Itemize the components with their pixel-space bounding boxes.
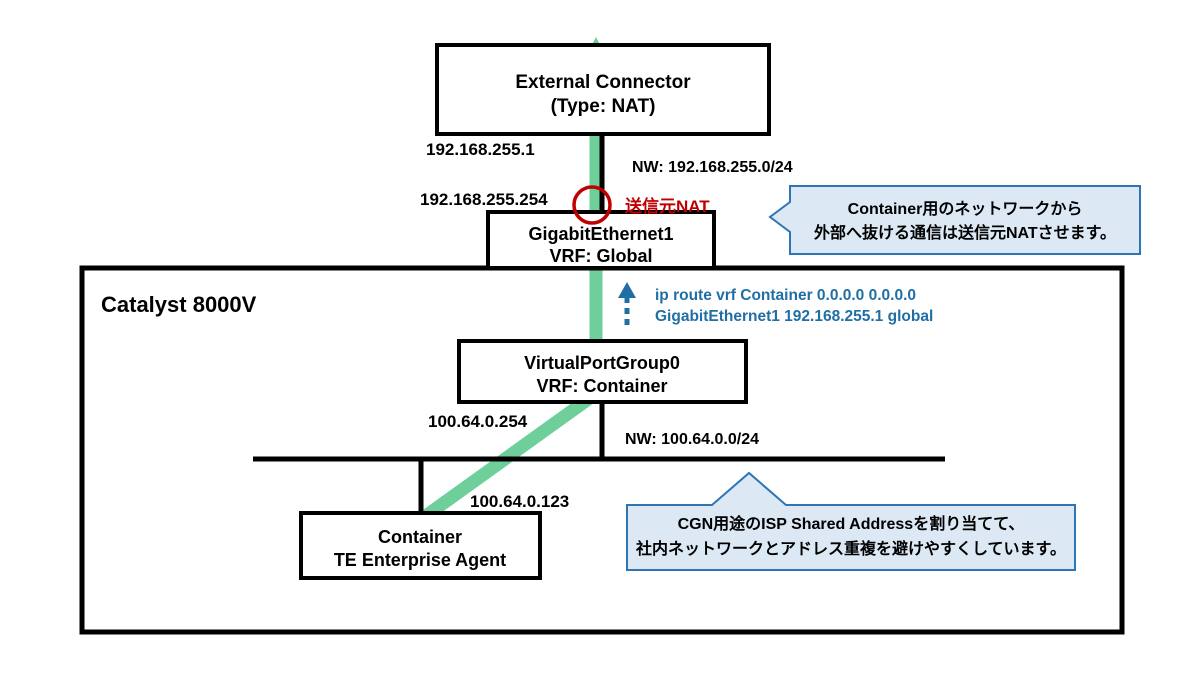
chassis-title-label: Catalyst 8000V [101, 292, 257, 317]
nat-marker-label: 送信元NAT [625, 196, 710, 216]
callout-nat-shape [768, 185, 1141, 255]
callout-cgn-line2: 社内ネットワークとアドレス重複を避けやすくしています。 [635, 539, 1066, 558]
label-network-upper: NW: 192.168.255.0/24 [632, 159, 793, 176]
callout-nat-line1: Container用のネットワークから [848, 200, 1083, 218]
label-gig-ip: 192.168.255.254 [420, 190, 548, 209]
virtualportgroup0-line1: VirtualPortGroup0 [524, 353, 680, 373]
label-vpg-ip: 100.64.0.254 [428, 412, 528, 431]
container-line1: Container [378, 527, 462, 547]
label-external-ip: 192.168.255.1 [426, 140, 535, 159]
container-line2: TE Enterprise Agent [334, 550, 506, 570]
route-command-line2: GigabitEthernet1 192.168.255.1 global [655, 308, 933, 325]
callout-cgn-line1: CGN用途のISP Shared Addressを割り当てて、 [678, 514, 1025, 533]
callout-cgn-explanation: CGN用途のISP Shared Addressを割り当てて、 社内ネットワーク… [626, 471, 1076, 571]
callout-cgn-shape [626, 471, 1076, 571]
label-container-ip: 100.64.0.123 [470, 492, 569, 511]
node-container-agent[interactable]: Container TE Enterprise Agent [299, 511, 542, 580]
node-virtualportgroup0[interactable]: VirtualPortGroup0 VRF: Container [457, 339, 748, 404]
source-nat-marker: 送信元NAT [572, 185, 710, 225]
route-arrow-head-icon [618, 282, 636, 298]
gigabitethernet1-line2: VRF: Global [550, 246, 653, 266]
external-connector-line1: External Connector [515, 72, 691, 93]
virtualportgroup0-line2: VRF: Container [536, 376, 667, 396]
external-connector-line2: (Type: NAT) [551, 96, 656, 117]
route-annotation: ip route vrf Container 0.0.0.0 0.0.0.0 G… [618, 282, 933, 325]
callout-nat-explanation: Container用のネットワークから 外部へ抜ける通信は送信元NATさせます。 [768, 185, 1141, 255]
route-command-line1: ip route vrf Container 0.0.0.0 0.0.0.0 [655, 287, 916, 304]
label-network-lower: NW: 100.64.0.0/24 [625, 431, 759, 448]
nat-circle-icon [572, 185, 612, 225]
node-external-connector[interactable]: External Connector (Type: NAT) [435, 43, 771, 136]
gigabitethernet1-line1: GigabitEthernet1 [528, 224, 673, 244]
callout-nat-line2: 外部へ抜ける通信は送信元NATさせます。 [813, 223, 1116, 242]
